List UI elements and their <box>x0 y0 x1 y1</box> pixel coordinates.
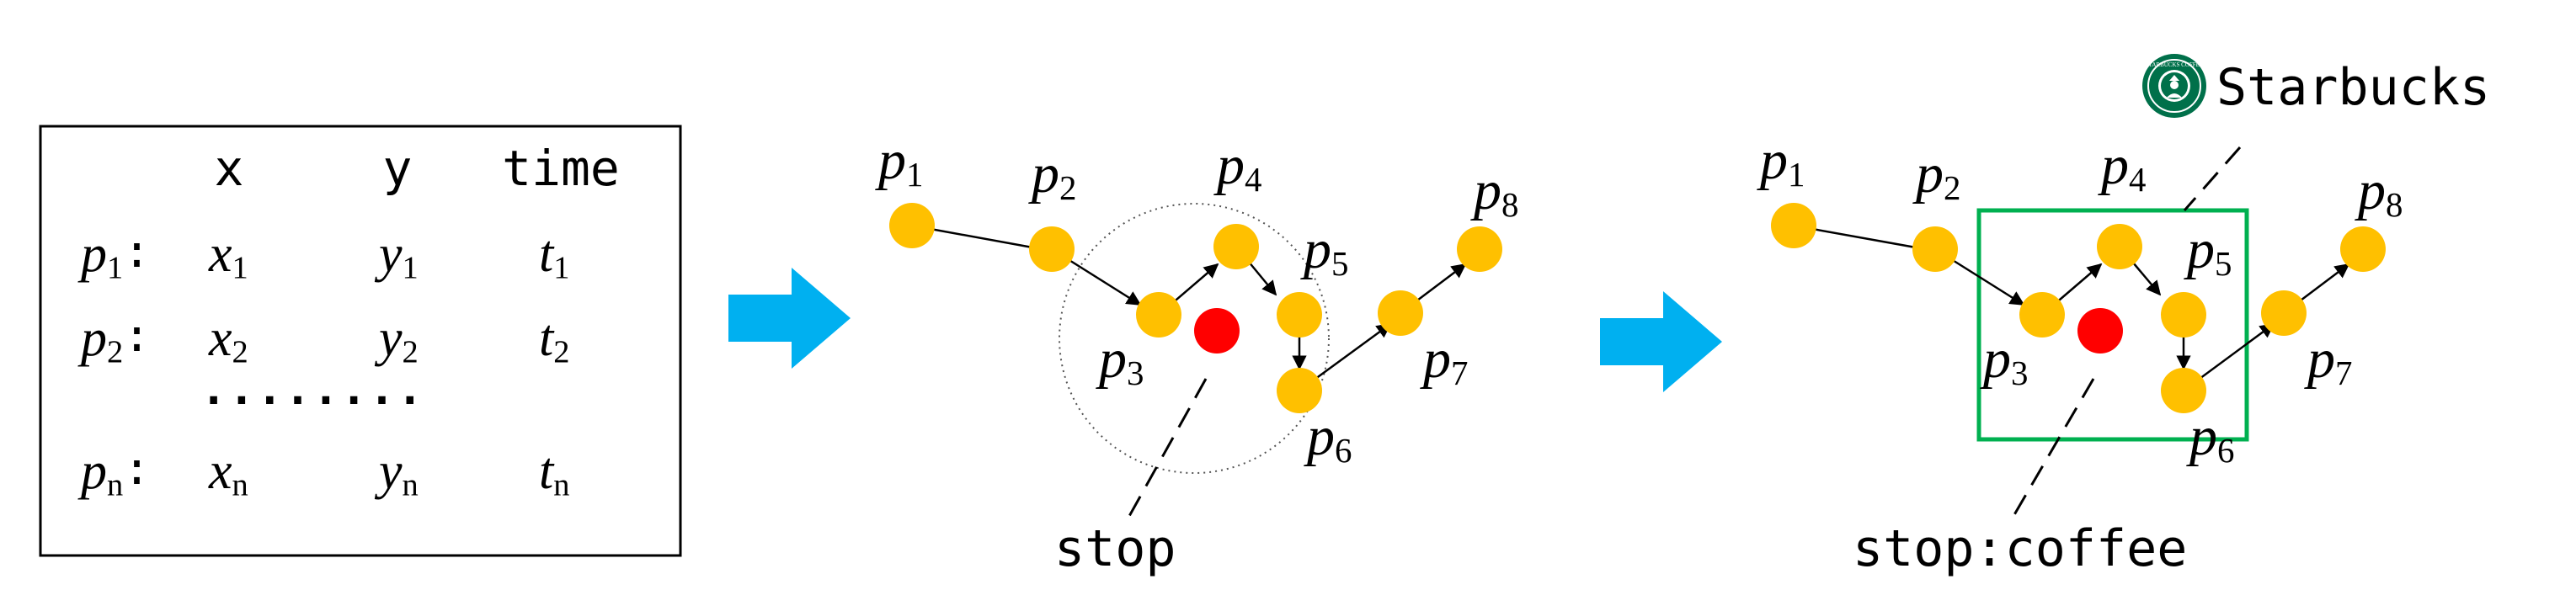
point-label: p4​ <box>2098 135 2146 199</box>
point-label: p4​ <box>1213 135 1261 199</box>
cell-x: xn​ <box>208 443 248 502</box>
cell-x: x1​ <box>208 226 248 285</box>
poi-label: Starbucks <box>2216 58 2490 117</box>
trajectory-point <box>1457 226 1502 272</box>
cell-time: tn​ <box>539 443 569 502</box>
stop-point <box>1194 308 1240 354</box>
trajectory-point <box>2261 290 2307 336</box>
trajectory-point <box>1213 224 1259 269</box>
point-label: p3​ <box>1096 328 1144 392</box>
point-label: p8​ <box>1470 160 1518 224</box>
point-label: p6​ <box>2186 406 2234 470</box>
trajectory-point <box>1277 368 1322 413</box>
point-label: p2​ <box>1028 143 1076 207</box>
trajectory-point <box>2161 292 2206 338</box>
point-label: p8​ <box>2355 160 2403 224</box>
trajectory-point <box>889 203 935 248</box>
table-row: p2​: x2​ y2​ t2​ <box>77 309 569 370</box>
transition-arrow-2 <box>1600 291 1722 392</box>
trajectory-point <box>2097 224 2142 269</box>
trajectory-panel-stop: p1​ p2​ p3​ p4​ p5​ p6​ p7​ p8​ stop <box>875 130 1518 578</box>
row-label: p2​: <box>77 309 151 370</box>
header-time: time <box>502 140 620 197</box>
table-ellipsis: ........ <box>200 364 424 415</box>
cell-y: yn​ <box>374 443 419 502</box>
point-label: p2​ <box>1912 143 1960 207</box>
trajectory-point <box>1912 226 1958 272</box>
row-label: p1​: <box>77 225 151 286</box>
trajectory-edge <box>1793 224 1936 256</box>
stop-point <box>2077 308 2123 354</box>
poi-leader-line <box>2183 146 2242 211</box>
trajectory-point <box>2340 226 2386 272</box>
row-label: pn​: <box>77 442 151 503</box>
table-row: pn​: xn​ yn​ tn​ <box>77 442 569 503</box>
trajectory-point <box>1277 292 1322 338</box>
point-label: p7​ <box>1420 328 1468 392</box>
trajectory-point <box>2161 368 2206 413</box>
cell-time: t2​ <box>539 310 569 369</box>
cell-x: x2​ <box>208 310 248 369</box>
point-label: p5​ <box>1300 219 1348 283</box>
trajectory-point <box>1136 292 1181 338</box>
stop-region-circle <box>1059 203 1330 474</box>
stop-region-box <box>1976 208 2249 442</box>
stop-annotation: stop <box>1054 519 1176 578</box>
point-label: p7​ <box>2304 328 2352 392</box>
header-x: x <box>215 140 244 197</box>
stop-annotation: stop:coffee <box>1853 519 2187 578</box>
trajectory-edge <box>911 224 1053 256</box>
point-label: p5​ <box>2184 219 2232 283</box>
trajectory-point <box>2019 292 2065 338</box>
table-frame <box>39 125 682 557</box>
cell-y: y2​ <box>374 310 419 369</box>
table-row: p1​: x1​ y1​ t1​ <box>77 225 569 286</box>
logo-text: STARBUCKS COFFEE <box>2146 61 2204 68</box>
trajectory-point <box>1378 290 1423 336</box>
point-label: p3​ <box>1980 328 2028 392</box>
transition-arrow-1 <box>728 268 851 369</box>
point-label: p1​ <box>1757 130 1805 194</box>
trajectory-point <box>1771 203 1816 248</box>
point-label: p6​ <box>1304 406 1352 470</box>
stop-leader-line <box>1127 378 1208 518</box>
cell-time: t1​ <box>539 226 569 285</box>
trajectory-panel-coffee: p1​ p2​ p3​ p4​ p5​ p6​ p7​ p8​ stop:cof… <box>1757 54 2490 578</box>
cell-y: y1​ <box>374 226 419 285</box>
data-table: x y time p1​: x1​ y1​ t1​ p2​: x2​ y2​ t… <box>39 125 682 557</box>
trajectory-point <box>1029 226 1075 272</box>
stop-leader-line <box>2011 378 2095 518</box>
header-y: y <box>383 140 413 197</box>
starbucks-logo-icon: STARBUCKS COFFEE <box>2142 54 2206 118</box>
point-label: p1​ <box>875 130 923 194</box>
